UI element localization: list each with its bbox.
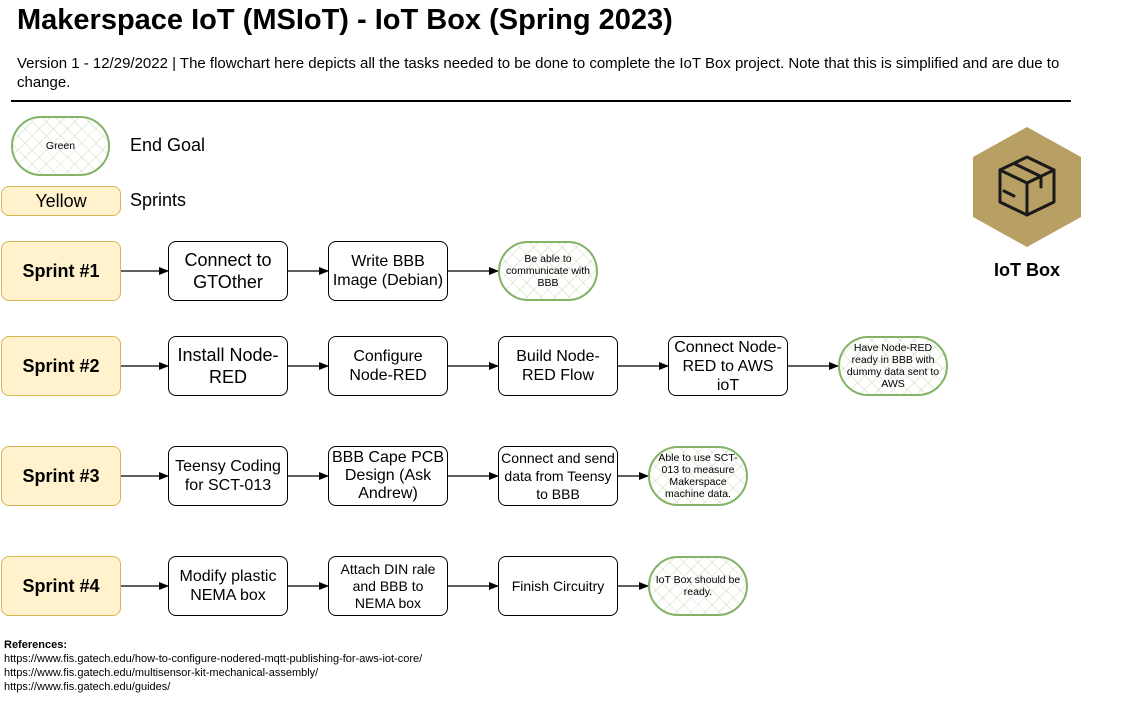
iot-box-label: IoT Box bbox=[994, 260, 1060, 280]
goal-sprint-1: Be able to communicate with BBB bbox=[498, 241, 598, 301]
page-description: Version 1 - 12/29/2022 | The flowchart h… bbox=[17, 55, 1060, 91]
page-title: Makerspace IoT (MSIoT) - IoT Box (Spring… bbox=[17, 4, 673, 36]
task-teensy-coding: Teensy Coding for SCT-013 bbox=[168, 446, 288, 506]
references-heading: References: bbox=[4, 639, 67, 651]
goal-sprint-3: Able to use SCT-013 to measure Makerspac… bbox=[648, 446, 748, 506]
task-finish-circuitry: Finish Circuitry bbox=[498, 556, 618, 616]
legend-yellow-swatch: Yellow bbox=[1, 186, 121, 216]
title-divider bbox=[11, 100, 1071, 102]
sprint-2-label: Sprint #2 bbox=[1, 336, 121, 396]
task-build-node-red-flow: Build Node-RED Flow bbox=[498, 336, 618, 396]
task-configure-node-red: Configure Node-RED bbox=[328, 336, 448, 396]
legend-end-goal-label: End Goal bbox=[130, 135, 206, 155]
task-install-node-red: Install Node-RED bbox=[168, 336, 288, 396]
goal-sprint-2: Have Node-RED ready in BBB with dummy da… bbox=[838, 336, 948, 396]
task-modify-nema-box: Modify plastic NEMA box bbox=[168, 556, 288, 616]
task-bbb-cape-pcb: BBB Cape PCB Design (Ask Andrew) bbox=[328, 446, 448, 506]
reference-link[interactable]: https://www.fis.gatech.edu/multisensor-k… bbox=[4, 667, 319, 679]
legend-sprints-label: Sprints bbox=[130, 190, 187, 210]
legend-green-swatch: Green bbox=[11, 116, 110, 176]
reference-link[interactable]: https://www.fis.gatech.edu/guides/ bbox=[4, 681, 171, 693]
task-attach-din-rale: Attach DIN rale and BBB to NEMA box bbox=[328, 556, 448, 616]
task-connect-gtother: Connect to GTOther bbox=[168, 241, 288, 301]
sprint-4-label: Sprint #4 bbox=[1, 556, 121, 616]
references: References: https://www.fis.gatech.edu/h… bbox=[4, 638, 422, 694]
sprint-3-label: Sprint #3 bbox=[1, 446, 121, 506]
sprint-1-label: Sprint #1 bbox=[1, 241, 121, 301]
iot-box-badge bbox=[973, 127, 1081, 247]
task-connect-node-red-aws: Connect Node-RED to AWS ioT bbox=[668, 336, 788, 396]
reference-link[interactable]: https://www.fis.gatech.edu/how-to-config… bbox=[4, 653, 423, 665]
task-connect-teensy-bbb: Connect and send data from Teensy to BBB bbox=[498, 446, 618, 506]
task-write-bbb-image: Write BBB Image (Debian) bbox=[328, 241, 448, 301]
package-box-icon bbox=[998, 155, 1056, 217]
goal-sprint-4: IoT Box should be ready. bbox=[648, 556, 748, 616]
